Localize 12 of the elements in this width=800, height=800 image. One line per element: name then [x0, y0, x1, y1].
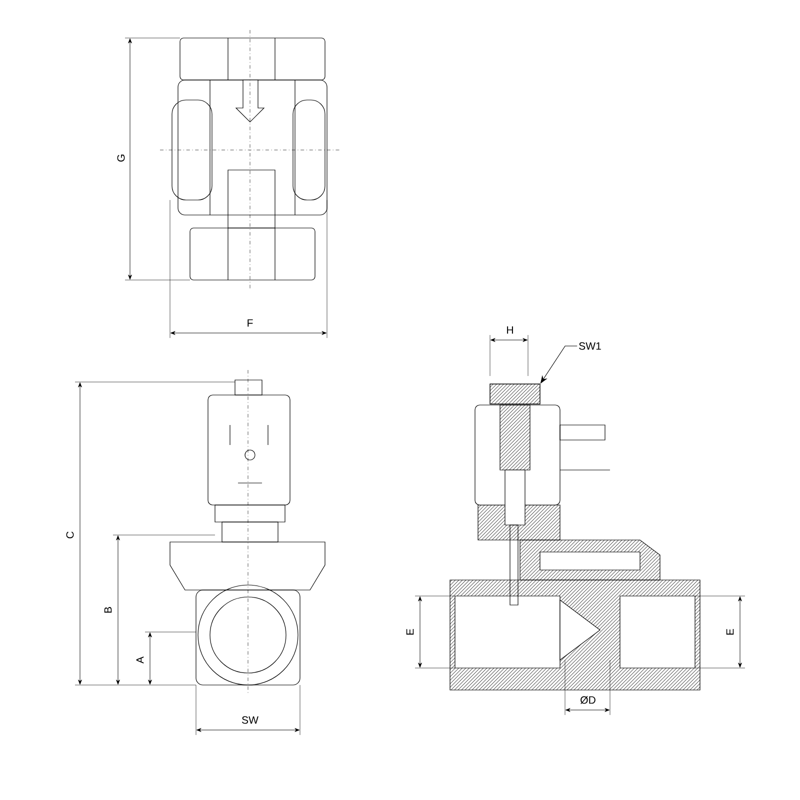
dimension-label: F [246, 318, 254, 328]
nut-drawing [490, 384, 540, 404]
dimension-label: E [725, 627, 735, 637]
dimension-label: G [116, 152, 126, 164]
dimension-label: C [65, 530, 75, 540]
dimension-label: E [405, 627, 415, 637]
dimension-label: SW [240, 715, 260, 725]
dimension-label: ØD [578, 694, 598, 706]
dimension-label: SW1 [579, 342, 601, 350]
dimension-label: B [103, 605, 113, 615]
dimension-label: H [505, 325, 515, 335]
dimension-label: A [135, 655, 145, 665]
